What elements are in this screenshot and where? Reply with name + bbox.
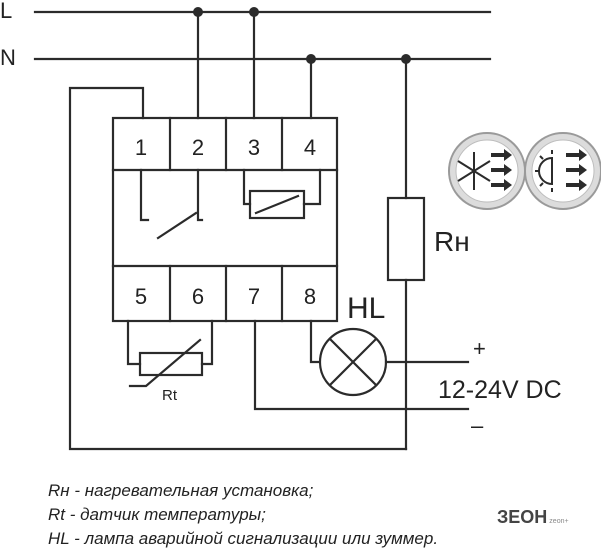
legend-lamp: HL - лампа аварийной сигнализации или зу…	[48, 529, 439, 548]
supply-plus-label: +	[473, 336, 486, 361]
cooling-mode-icon	[524, 132, 601, 210]
terminal-2: 2	[192, 135, 204, 160]
heater-label: Rн	[434, 226, 470, 257]
terminal-8: 8	[304, 284, 316, 309]
terminal-3: 3	[248, 135, 260, 160]
relay-contact	[156, 211, 198, 240]
legend-sensor: Rt - датчик температуры;	[48, 505, 266, 524]
logo-suffix: zeon+	[549, 518, 569, 525]
legend-heater: Rн - нагревательная установка;	[48, 481, 314, 500]
terminal-1: 1	[135, 135, 147, 160]
heating-mode-icon	[448, 132, 526, 210]
terminal-7: 7	[248, 284, 260, 309]
supply-minus-label: –	[471, 413, 484, 438]
heater-resistor	[386, 196, 426, 282]
line-n-label: N	[0, 45, 16, 70]
lamp-label: HL	[347, 292, 385, 325]
supply-voltage-label: 12-24V DC	[438, 376, 562, 404]
logo-text: ЗЕОН	[497, 507, 548, 527]
sensor-label: Rt	[162, 387, 178, 404]
terminal-4: 4	[304, 135, 316, 160]
line-l-label: L	[0, 0, 12, 23]
terminal-6: 6	[192, 284, 204, 309]
terminal-5: 5	[135, 284, 147, 309]
